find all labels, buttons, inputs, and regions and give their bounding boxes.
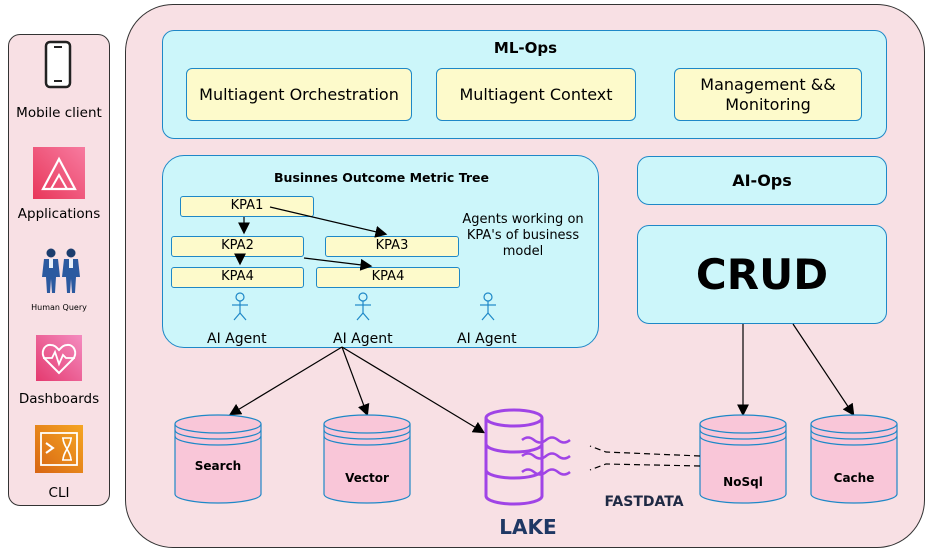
- applications-icon: [33, 147, 85, 199]
- metric-tree-title: Businnes Outcome Metric Tree: [274, 170, 489, 185]
- client-sidebar: Mobile client Applications Human Query: [8, 34, 110, 506]
- vector-label: Vector: [345, 471, 389, 485]
- ai-agent-label-2: AI Agent: [333, 331, 393, 347]
- mobile-phone-icon: [44, 40, 72, 89]
- crud-panel: CRUD: [637, 225, 887, 324]
- kpa2-box: KPA2: [171, 236, 304, 257]
- heart-monitor-icon: [36, 335, 82, 381]
- mobile-client-label: Mobile client: [16, 105, 102, 121]
- terminal-icon: [35, 425, 83, 473]
- cache-database: Cache: [810, 414, 898, 504]
- agent-figure-1: [232, 292, 248, 321]
- nosql-database: NoSql: [699, 414, 787, 504]
- multiagent-context-box: Multiagent Context: [436, 68, 636, 121]
- lake-label: LAKE: [499, 515, 556, 539]
- agent-figure-2: [355, 292, 371, 321]
- aiops-title: AI-Ops: [732, 171, 792, 190]
- ai-agent-label-3: AI Agent: [457, 331, 517, 347]
- cache-label: Cache: [834, 471, 875, 485]
- multiagent-orchestration-box: Multiagent Orchestration: [186, 68, 412, 121]
- kpa4-box-left: KPA4: [171, 267, 304, 288]
- kpa4-box-right: KPA4: [316, 267, 460, 288]
- kpa-connectors: [234, 206, 388, 271]
- aiops-panel: AI-Ops: [637, 156, 887, 205]
- search-database: Search: [174, 414, 262, 504]
- fastdata-connector: [589, 445, 701, 471]
- nosql-label: NoSql: [723, 475, 763, 489]
- crud-title: CRUD: [695, 250, 829, 299]
- human-query-label: Human Query: [31, 303, 87, 312]
- search-label: Search: [195, 459, 241, 473]
- dashboards-label: Dashboards: [18, 391, 100, 407]
- vector-database: Vector: [323, 414, 411, 504]
- ai-agent-label-1: AI Agent: [207, 331, 267, 347]
- kpa1-box: KPA1: [180, 196, 314, 217]
- applications-label: Applications: [17, 206, 101, 222]
- management-monitoring-box: Management && Monitoring: [674, 68, 862, 121]
- agent-store-arrows: [228, 323, 855, 434]
- agent-figure-3: [480, 292, 496, 321]
- fastdata-label: FASTDATA: [604, 494, 683, 510]
- kpa3-box: KPA3: [325, 236, 459, 257]
- data-lake-icon: [484, 408, 571, 506]
- agents-note: Agents working on KPA's of business mode…: [462, 212, 584, 259]
- people-icon: [42, 248, 80, 293]
- cli-label: CLI: [48, 485, 70, 501]
- mlops-title: ML-Ops: [493, 39, 558, 57]
